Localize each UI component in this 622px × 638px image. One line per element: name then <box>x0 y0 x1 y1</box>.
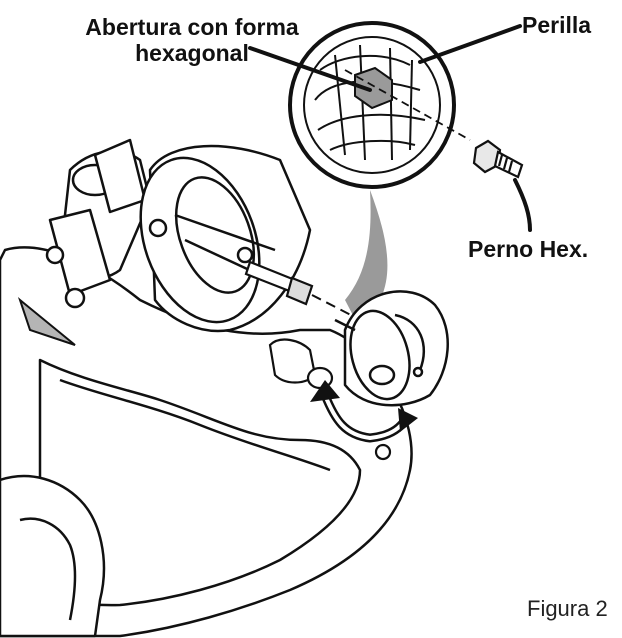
device-frame <box>0 246 413 638</box>
magnified-inset <box>288 21 471 189</box>
assembly-axis-line <box>311 294 381 331</box>
hex-opening-label-line2: hexagonal <box>135 40 249 66</box>
hex-opening-label-line1: Abertura con forma <box>85 14 299 40</box>
magnifier-leader <box>345 190 388 325</box>
curved-double-arrow-icon <box>310 380 418 443</box>
figure-caption: Figura 2 <box>527 596 608 621</box>
hex-bolt-label: Perno Hex. <box>468 236 589 262</box>
hex-opening-label: Abertura con forma hexagonal <box>62 14 322 66</box>
frame-shadow <box>17 297 76 346</box>
knob-label: Perilla <box>522 12 592 38</box>
spindle-housing <box>139 144 312 333</box>
hex-bolt <box>472 139 524 179</box>
hex-opening-icon <box>354 66 393 110</box>
leader-lines <box>248 24 532 232</box>
shaft-bolt <box>244 260 314 306</box>
hinge-pin <box>268 338 392 461</box>
knob <box>334 290 449 407</box>
